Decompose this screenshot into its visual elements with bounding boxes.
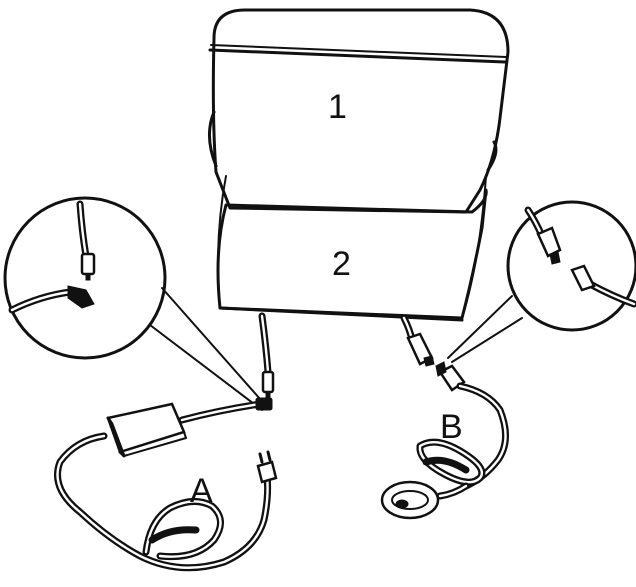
right-callout-line-bottom (451, 317, 523, 363)
left-detail-plug-upper (80, 252, 96, 276)
unit-lead-left (258, 312, 275, 401)
section-2-left-edge (217, 175, 227, 309)
cable-b-label: B (440, 408, 463, 446)
adapter-cable-a: A (54, 397, 278, 572)
section-1-outline (211, 8, 510, 214)
section-1-top-band (208, 48, 507, 64)
right-callout-line-top (447, 295, 513, 359)
left-detail-plug-lower (67, 285, 95, 309)
unit-lead-right (400, 314, 435, 367)
section-1-band-lower (210, 44, 507, 58)
section-1-label: 1 (328, 88, 347, 126)
left-side-strap (208, 110, 218, 168)
right-detail-plug-upper (536, 226, 562, 258)
section-2-right-edge (461, 175, 487, 319)
right-detail-plug-lower (570, 264, 596, 292)
section-2-label: 2 (332, 245, 351, 283)
section-2-bottom-edge (218, 306, 464, 322)
wall-plug (256, 460, 278, 484)
right-detail-callout (447, 200, 636, 363)
unit-lead-plug (261, 370, 275, 394)
cable-a-label: A (190, 472, 213, 510)
right-detail-circle (506, 200, 636, 332)
left-callout-line-top (161, 287, 269, 409)
left-detail-circle (3, 196, 167, 360)
connector-cable-b: B (380, 361, 509, 520)
left-callout-line-bottom (149, 324, 263, 411)
cushion-unit: 1 2 (208, 8, 510, 322)
right-side-strap (486, 140, 498, 172)
cable-b-end-connector (380, 480, 440, 520)
left-detail-callout (3, 196, 269, 411)
